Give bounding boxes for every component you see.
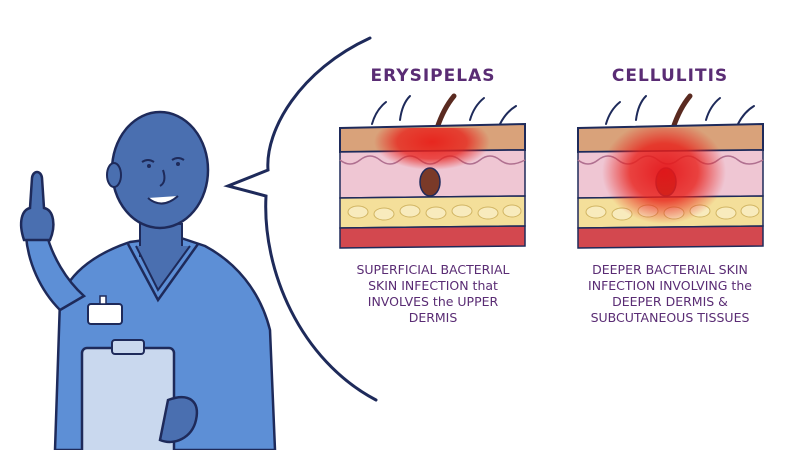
desc-cellulitis: DEEPER BACTERIAL SKIN INFECTION INVOLVIN… bbox=[560, 262, 780, 326]
desc-erysipelas-line: SUPERFICIAL BACTERIAL bbox=[356, 262, 510, 277]
desc-erysipelas: SUPERFICIAL BACTERIAL SKIN INFECTION tha… bbox=[323, 262, 543, 326]
desc-cellulitis-line: SUBCUTANEOUS TISSUES bbox=[590, 310, 750, 325]
skin-cross-section-cellulitis bbox=[577, 93, 764, 249]
inflammation-deep bbox=[602, 128, 726, 224]
skin-cross-section-erysipelas bbox=[339, 93, 526, 249]
desc-erysipelas-line: DERMIS bbox=[408, 310, 458, 325]
inflammation-superficial bbox=[374, 128, 490, 170]
title-erysipelas: ERYSIPELAS bbox=[370, 66, 496, 86]
scrubs-collar bbox=[126, 243, 200, 303]
desc-erysipelas-line: SKIN INFECTION that bbox=[368, 278, 498, 293]
desc-cellulitis-line: INFECTION INVOLVING the bbox=[588, 278, 752, 293]
raised-arm bbox=[24, 230, 87, 312]
nurse-figure bbox=[19, 110, 277, 450]
name-badge-icon bbox=[87, 303, 123, 325]
desc-cellulitis-line: DEEPER BACTERIAL SKIN bbox=[592, 262, 748, 277]
speech-bubble bbox=[223, 36, 378, 402]
desc-cellulitis-line: DEEPER DERMIS & bbox=[612, 294, 728, 309]
head bbox=[110, 110, 210, 230]
desc-erysipelas-line: INVOLVES the UPPER bbox=[367, 294, 499, 309]
title-cellulitis: CELLULITIS bbox=[611, 66, 729, 86]
pointing-hand bbox=[19, 170, 55, 242]
